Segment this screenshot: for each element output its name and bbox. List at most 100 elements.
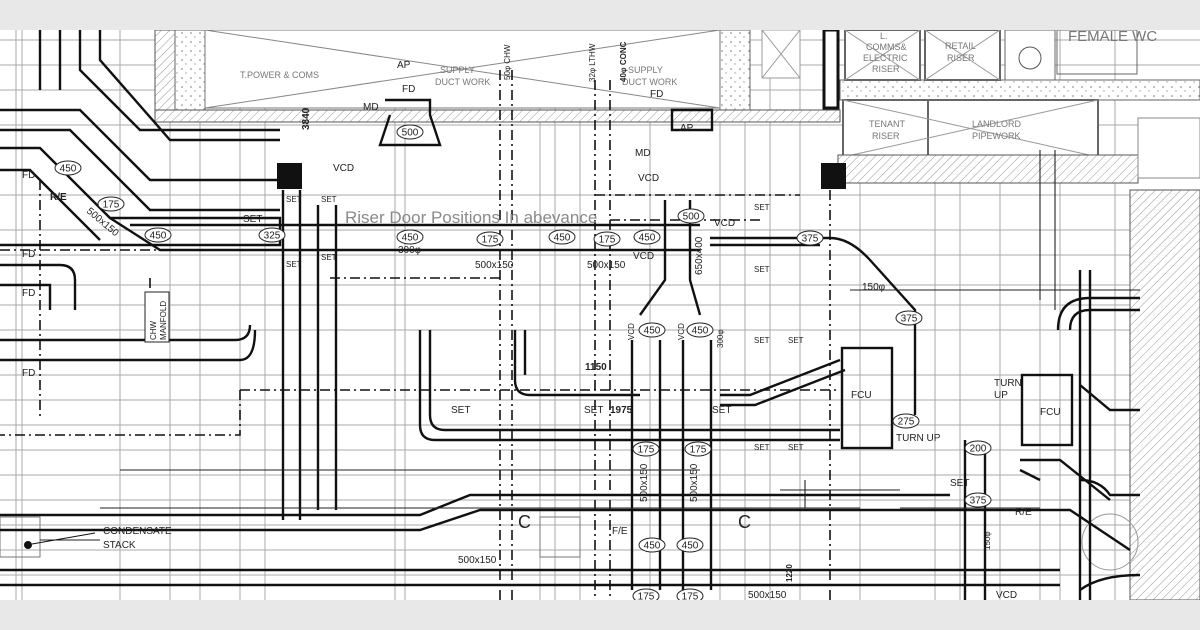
label-duct-size: 500x150 (458, 555, 497, 566)
duct-size-bubble (676, 537, 704, 553)
label-set-tag: SET (321, 195, 337, 204)
duct-size-value: 375 (901, 314, 918, 325)
duct-size-value: 450 (682, 541, 699, 552)
label-vcd: VCD (633, 251, 654, 262)
room-label-supply-duct-b: SUPPLY (628, 65, 663, 75)
label-fcu: FCU (851, 390, 872, 401)
label-set-tag: SET (788, 443, 804, 452)
duct-size-bubble (258, 227, 286, 243)
leader-line (31, 532, 96, 545)
duct-size-value: 450 (639, 233, 656, 244)
duct-size-value: 450 (150, 231, 167, 242)
label-set-tag: SET (321, 253, 337, 262)
room-label-retail-riser-2: RISER (947, 53, 975, 63)
label-vcd: VCD (638, 173, 659, 184)
room-label-landlord-2: PIPEWORK (972, 131, 1021, 141)
label-duct-size: 500x150 (689, 463, 700, 502)
label-turn-up-2: UP (994, 390, 1008, 401)
duct-size-value: 500 (402, 128, 419, 139)
label-ap: AP (397, 60, 411, 71)
duct-size-value: 200 (970, 444, 987, 455)
chw-manifold (144, 291, 170, 343)
label-vcd: VCD (627, 323, 636, 340)
label-duct-size-650x400: 650x400 (694, 236, 705, 275)
duct-size-bubble (632, 441, 660, 457)
pipe-label-chw: 50φ CHW (503, 44, 512, 80)
label-vcd: VCD (333, 163, 354, 174)
label-duct-size: 500x150 (748, 590, 787, 600)
label-set-tag: SET (754, 203, 770, 212)
label-300-dia: 300φ (716, 329, 725, 348)
duct-size-bubble (476, 231, 504, 247)
label-ap: AP (680, 123, 694, 134)
label-fd: FD (402, 84, 415, 95)
duct-size-bubble (593, 231, 621, 247)
duct-size-value: 450 (60, 164, 77, 175)
section-marker-c: C (518, 512, 531, 532)
room-label-comms-riser-4: RISER (872, 64, 900, 74)
duct-size-value: 175 (682, 592, 699, 601)
label-fcu: FCU (1040, 407, 1061, 418)
room-label-supply-duct: SUPPLY (440, 65, 475, 75)
room-label-power-comms: T.POWER & COMS (240, 70, 319, 80)
duct-size-bubble (796, 230, 824, 246)
label-fd: FD (22, 288, 35, 299)
label-set-tag: SET (754, 336, 770, 345)
label-md: MD (635, 148, 651, 159)
room-label-female-wc: FEMALE WC (1068, 30, 1157, 45)
duct-size-value: 175 (690, 445, 707, 456)
room-label-comms-riser-2: COMMS& (866, 42, 907, 52)
label-chw-manifold: CHW (149, 320, 158, 340)
label-150-dia: 150φ (983, 531, 992, 550)
duct-size-value: 275 (898, 417, 915, 428)
room-label-supply-duct-b2: DUCT WORK (622, 77, 677, 87)
label-duct-size: 500x150 (587, 260, 626, 271)
label-fd: FD (22, 170, 35, 181)
duct-size-bubble (396, 124, 424, 140)
room-label-landlord: LANDLORD (972, 119, 1022, 129)
label-condensate-stack-2: STACK (103, 540, 136, 551)
room-label-tenant-riser: TENANT (869, 119, 906, 129)
duct-size-value: 450 (644, 326, 661, 337)
label-vcd: VCD (677, 323, 686, 340)
ductwork (0, 30, 1141, 600)
duct-size-value: 450 (402, 233, 419, 244)
label-fd: FD (650, 89, 663, 100)
label-150-dia: 150φ (862, 282, 886, 293)
pipe-label-conc: 40φ CONC (619, 41, 628, 82)
pipe-label-lthw: 32φ LTHW (588, 43, 597, 82)
duct-size-bubble (54, 160, 82, 176)
riser-door-note: Riser Door Positions In abevance (345, 208, 597, 227)
dimension-1975: 1975 (610, 405, 633, 416)
label-duct-size: 500x150 (475, 260, 514, 271)
condensate-stack-icon (24, 541, 32, 549)
duct-size-value: 375 (802, 234, 819, 245)
duct-size-bubble (964, 492, 992, 508)
duct-size-bubble (396, 229, 424, 245)
label-set-tag: SET (754, 265, 770, 274)
duct-size-value: 175 (103, 200, 120, 211)
duct-size-bubble (638, 537, 666, 553)
duct-size-bubble (686, 322, 714, 338)
room-label-retail-riser: RETAIL (945, 41, 976, 51)
label-set: SET (950, 478, 969, 489)
dimension-1220: 1220 (785, 564, 794, 582)
duct-size-value: 450 (692, 326, 709, 337)
duct-size-value: 175 (638, 445, 655, 456)
label-set-tag: SET (286, 260, 302, 269)
room-label-supply-duct-2: DUCT WORK (435, 77, 490, 87)
label-set: SET (712, 405, 731, 416)
label-set: SET (584, 405, 603, 416)
duct-size-value: 450 (554, 233, 571, 244)
duct-size-bubble (684, 441, 712, 457)
label-condensate-stack: CONDENSATE (103, 526, 172, 537)
duct-size-bubble (632, 588, 660, 600)
label-turn-up: TURN UP (896, 433, 941, 444)
room-label-comms-riser-3: ELECTRIC (863, 53, 908, 63)
label-fd: FD (22, 368, 35, 379)
label-vcd: VCD (714, 218, 735, 229)
duct-size-value: 500 (683, 212, 700, 223)
duct-size-value: 375 (970, 496, 987, 507)
duct-size-value: 450 (644, 541, 661, 552)
